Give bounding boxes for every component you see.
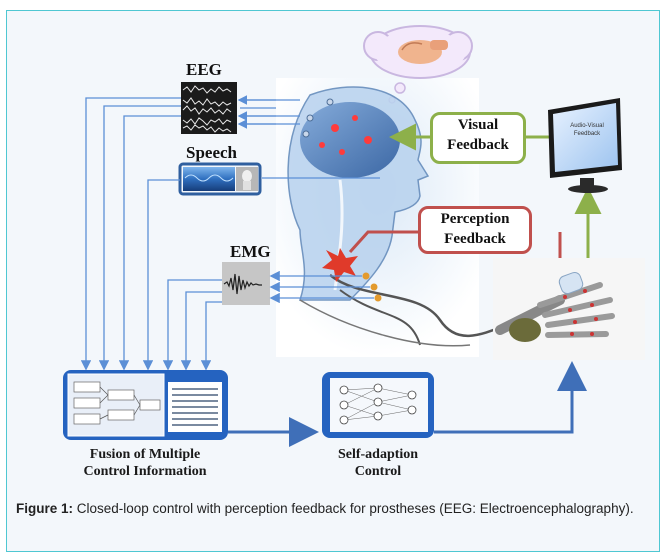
perception-line	[348, 230, 418, 254]
sensory-spark-icon	[322, 248, 358, 282]
visual-feedback-box: Visual Feedback	[430, 112, 526, 164]
perception-feedback-box: Perception Feedback	[418, 206, 532, 254]
monitor-icon	[548, 98, 622, 193]
self-adaption-label-line-2: Control	[354, 463, 402, 479]
brain-icon	[300, 102, 400, 178]
caption-text: Closed-loop control with perception feed…	[73, 501, 634, 516]
adaption-to-hand-arrow	[434, 361, 587, 434]
prosthetic-hand-image	[493, 258, 645, 360]
emg-waveform-image	[222, 262, 270, 305]
electrode-dot	[370, 283, 378, 291]
self-adaption-label: Self-adaption Control	[318, 447, 438, 481]
fusion-label-line-1: Fusion of Multiple	[89, 447, 201, 462]
fusion-module	[63, 370, 228, 440]
speech-spectrogram-image	[178, 162, 262, 196]
fusion-label-line-2: Control Information	[83, 463, 207, 479]
eeg-waveform-image	[181, 82, 237, 134]
caption-label: Figure 1:	[16, 501, 74, 516]
visual-feedback-label-1: Visual	[457, 117, 499, 133]
fist-icon	[398, 40, 448, 64]
monitor-text-line-1: Audio-Visual	[570, 123, 604, 129]
fusion-label: Fusion of Multiple Control Information	[50, 447, 240, 481]
thought-cloud	[363, 25, 473, 104]
perception-feedback-label-2: Feedback	[444, 231, 506, 247]
figure-caption: Figure 1: Closed-loop control with perce…	[16, 500, 656, 518]
emg-label: EMG	[230, 242, 271, 261]
electrode-dot	[374, 294, 382, 302]
perception-feedback-label-1: Perception	[440, 211, 510, 227]
self-adaption-module	[322, 372, 434, 438]
nerve-line	[329, 274, 521, 338]
monitor-text-line-2: Feedback	[573, 131, 601, 137]
eeg-label: EEG	[186, 60, 222, 79]
visual-feedback-label-2: Feedback	[447, 137, 509, 153]
self-adaption-label-line-1: Self-adaption	[337, 447, 419, 462]
monitor-text: Audio-Visual Feedback	[562, 122, 612, 138]
speech-label: Speech	[186, 143, 237, 162]
electrode-dot	[362, 272, 370, 280]
